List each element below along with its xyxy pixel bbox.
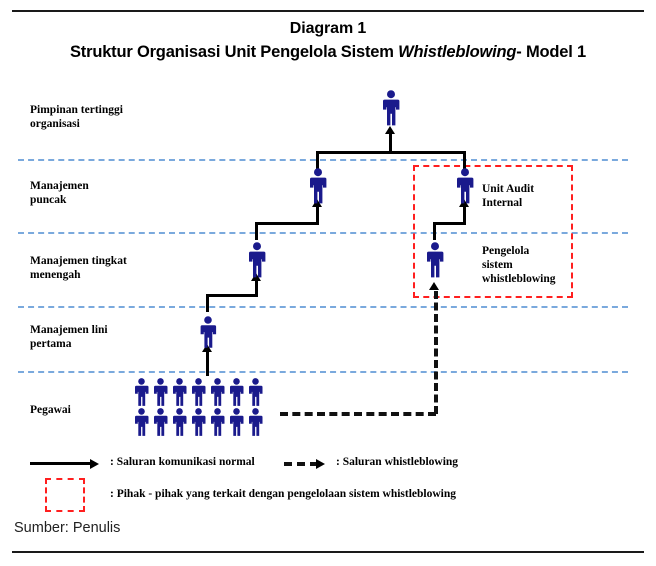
connector-pegawai-to-lini	[206, 352, 209, 376]
person-pengelola-sistem-whistleblowing	[425, 242, 445, 278]
person-manajemen-puncak	[308, 168, 328, 204]
connector-mid-node-stem	[255, 222, 258, 240]
connector-drop-left-puncak	[316, 151, 319, 173]
connector-mid-to-puncak-horiz	[255, 222, 319, 225]
figure-heading: Diagram 1 Struktur Organisasi Unit Penge…	[0, 18, 656, 64]
diagram-number-title: Diagram 1	[289, 20, 367, 37]
legend-solid-arrowhead-icon	[90, 459, 99, 469]
connector-pengelola-to-audit-horiz	[433, 222, 466, 225]
person-pegawai	[152, 378, 169, 407]
bottom-divider-rule	[12, 551, 644, 553]
band-divider-4	[18, 371, 628, 373]
diagram-subject-title: Struktur Organisasi Unit Pengelola Siste…	[0, 40, 656, 64]
legend-label-pihak-terkait: : Pihak - pihak yang terkait dengan peng…	[110, 488, 457, 500]
connector-lini-to-mid-vert	[255, 281, 258, 297]
person-pegawai	[209, 408, 226, 437]
person-pegawai	[190, 408, 207, 437]
person-manajemen-menengah	[247, 242, 267, 278]
row-label-pegawai: Pegawai	[30, 404, 71, 416]
band-divider-1	[18, 159, 628, 161]
title-text-pre: Struktur Organisasi Unit Pengelola Siste…	[70, 43, 399, 61]
person-pegawai	[171, 408, 188, 437]
person-pegawai	[228, 408, 245, 437]
connector-lini-to-mid-horiz	[206, 294, 258, 297]
row-label-manajemen-puncak: Manajemen puncak	[30, 180, 89, 206]
legend-label-saluran-whistleblowing: : Saluran whistleblowing	[336, 456, 459, 468]
whistleblowing-channel-horizontal	[280, 412, 436, 416]
connector-top-bar	[316, 151, 466, 154]
connector-pengelola-to-audit-vert	[463, 207, 466, 225]
row-label-pimpinan-tertinggi: Pimpinan tertinggi organisasi	[30, 104, 123, 130]
legend-dashed-arrowhead-icon	[316, 459, 325, 469]
org-chart-canvas: Pimpinan tertinggi organisasi Manajemen …	[0, 78, 656, 438]
connector-ceo-stem	[389, 134, 392, 154]
person-manajemen-lini-pertama	[198, 316, 218, 348]
legend: : Saluran komunikasi normal : Saluran wh…	[0, 440, 656, 505]
source-note: Sumber: Penulis	[14, 520, 121, 536]
title-text-italic: Whistleblowing	[398, 43, 517, 61]
label-unit-audit-internal: Unit Audit Internal	[482, 183, 535, 209]
legend-dashed-line	[284, 462, 318, 466]
highlight-box-whistleblowing-units	[413, 165, 573, 298]
person-pegawai	[247, 408, 264, 437]
person-unit-audit-internal	[455, 168, 475, 204]
person-pimpinan-tertinggi	[381, 90, 401, 126]
arrowhead-to-pengelola-sistem	[429, 282, 439, 290]
person-pegawai	[190, 378, 207, 407]
person-pegawai	[152, 408, 169, 437]
person-pegawai	[133, 408, 150, 437]
connector-pengelola-node-stem	[433, 222, 436, 240]
legend-label-saluran-normal: : Saluran komunikasi normal	[110, 456, 255, 468]
arrowhead-to-manajemen-lini	[202, 344, 212, 352]
person-pegawai	[171, 378, 188, 407]
person-pegawai	[247, 378, 264, 407]
person-pegawai	[228, 378, 245, 407]
connector-lini-node-stem	[206, 294, 209, 312]
legend-solid-line	[30, 462, 92, 465]
row-label-manajemen-menengah: Manajemen tingkat menengah	[30, 255, 127, 281]
arrowhead-to-ceo	[385, 126, 395, 134]
connector-drop-right-puncak	[463, 151, 466, 173]
title-text-post: - Model 1	[516, 43, 586, 61]
band-divider-3	[18, 306, 628, 308]
top-divider-rule	[12, 10, 644, 12]
whistleblowing-channel-vertical	[434, 291, 438, 414]
connector-mid-to-puncak-vert	[316, 207, 319, 225]
person-pegawai	[133, 378, 150, 407]
row-label-manajemen-lini: Manajemen lini pertama	[30, 324, 108, 350]
label-pengelola-sistem-whistleblowing: Pengelola sistem whistleblowing	[482, 245, 556, 285]
person-pegawai	[209, 378, 226, 407]
band-divider-2	[18, 232, 628, 234]
legend-red-dashed-box-icon	[45, 478, 85, 512]
